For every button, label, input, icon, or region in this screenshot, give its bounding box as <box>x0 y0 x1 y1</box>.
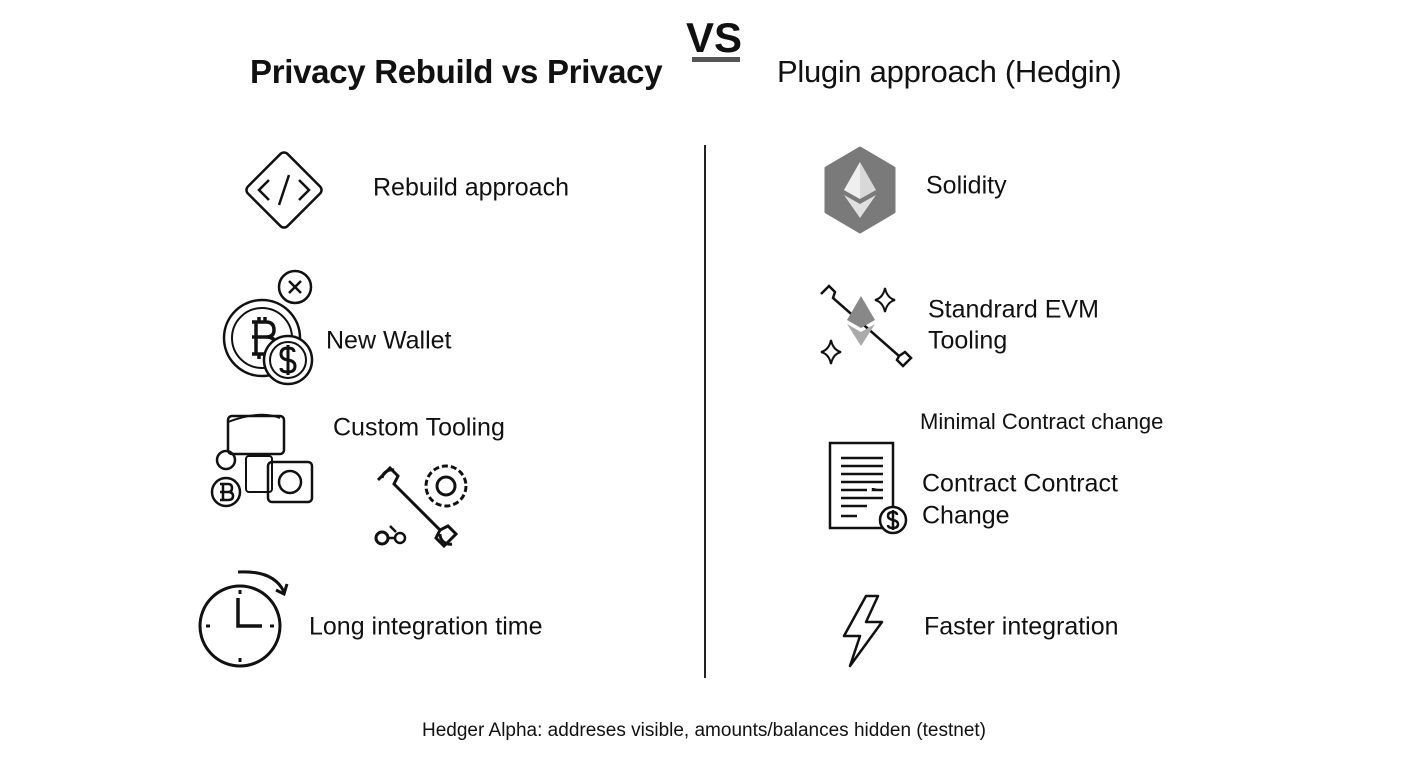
new-wallet-label: New Wallet <box>326 326 452 355</box>
minimal-contract-heading: Minimal Contract change <box>920 409 1164 434</box>
code-diamond-icon <box>245 151 323 229</box>
evm-tooling-label-line2: Tooling <box>928 326 1008 355</box>
contract-document-icon <box>828 441 908 535</box>
contract-change-label-line1: Contract Contract <box>922 469 1118 498</box>
contract-change-label-line2: Change <box>922 501 1010 530</box>
footer-note: Hedger Alpha: addreses visible, amounts/… <box>421 720 986 741</box>
vs-label: VS <box>686 14 743 61</box>
clock-icon <box>198 570 289 668</box>
left-title: Privacy Rebuild vs Privacy <box>250 53 663 90</box>
vs-underline <box>692 57 740 62</box>
long-integration-label: Long integration time <box>309 612 543 641</box>
evm-tooling-label-line1: Standrard EVM <box>928 295 1099 324</box>
wallet-tools-icon <box>210 413 314 508</box>
column-divider <box>704 145 706 678</box>
rebuild-approach-label: Rebuild approach <box>373 173 569 202</box>
ethereum-icon <box>824 146 896 234</box>
faster-integration-label: Faster integration <box>924 612 1119 641</box>
wrench-gear-icon <box>374 464 468 549</box>
custom-tooling-label: Custom Tooling <box>333 413 505 442</box>
tools-sparkle-icon <box>820 284 913 368</box>
coins-icon <box>222 269 314 386</box>
lightning-icon <box>842 594 884 668</box>
right-title: Plugin approach (Hedgin) <box>777 54 1122 89</box>
solidity-label: Solidity <box>926 171 1007 200</box>
